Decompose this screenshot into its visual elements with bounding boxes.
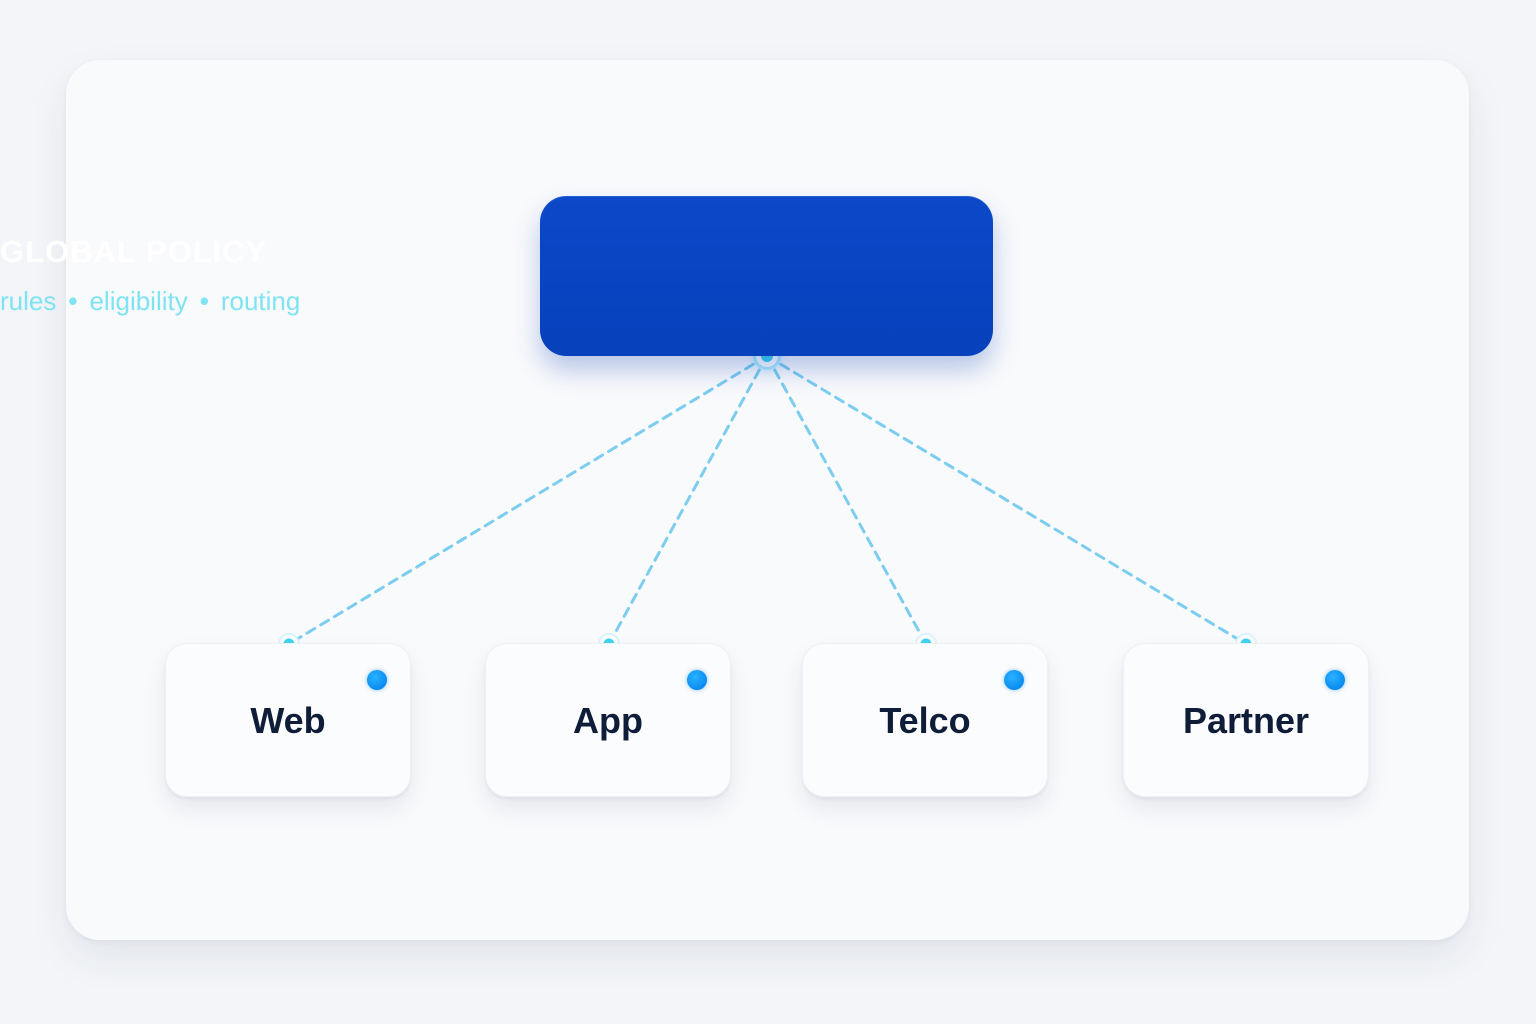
subtitle-separator: • [199, 286, 209, 316]
global-policy-node[interactable] [540, 196, 993, 356]
subtitle-item-eligibility: eligibility [89, 286, 188, 316]
status-dot-icon [687, 670, 707, 690]
status-dot-icon [1325, 670, 1345, 690]
subtitle-item-rules: rules [0, 286, 57, 316]
channel-label-telco: Telco [879, 700, 971, 741]
global-policy-title: GLOBAL POLICY [0, 234, 268, 269]
status-dot-icon [1004, 670, 1024, 690]
channel-node-partner[interactable]: Partner [1123, 643, 1369, 797]
subtitle-item-routing: routing [220, 286, 301, 316]
global-policy-subtitle: rules • eligibility • routing [0, 286, 1536, 317]
channel-label-app: App [573, 700, 643, 741]
status-dot-icon [367, 670, 387, 690]
channel-label-web: Web [250, 700, 326, 741]
subtitle-separator: • [68, 286, 78, 316]
channel-label-partner: Partner [1182, 700, 1310, 741]
channel-node-telco[interactable]: Telco [802, 643, 1048, 797]
channel-node-web[interactable]: Web [165, 643, 411, 797]
diagram-panel [66, 60, 1469, 940]
channel-node-app[interactable]: App [485, 643, 731, 797]
